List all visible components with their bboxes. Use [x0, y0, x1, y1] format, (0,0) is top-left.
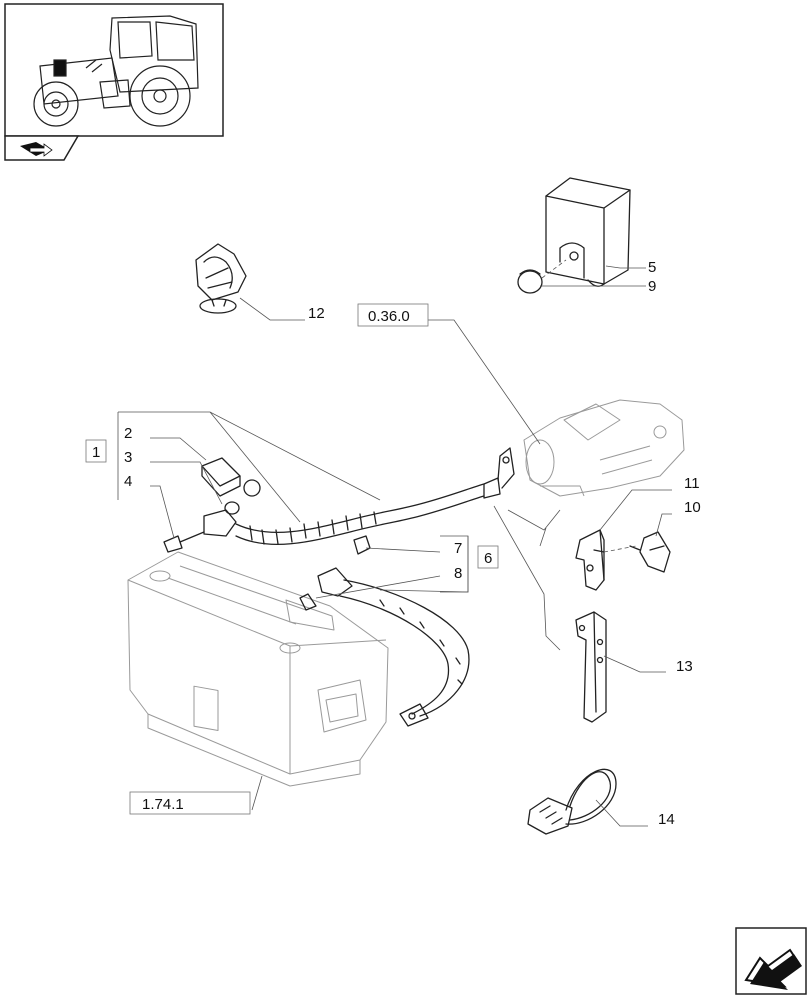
battery-ghost — [127, 551, 389, 787]
callout-10: 10 — [684, 499, 701, 516]
battery-reference[interactable]: 1.74.1 — [129, 791, 251, 815]
callout-11: 11 — [684, 475, 700, 492]
group-label-1[interactable]: 1 — [85, 439, 107, 463]
callout-14: 14 — [658, 811, 675, 828]
starter-reference[interactable]: 0.36.0 — [357, 303, 429, 327]
cap-part — [517, 269, 543, 294]
callout-12: 12 — [308, 305, 325, 322]
support-bracket-part — [575, 611, 607, 723]
book-arrow-icon — [20, 142, 53, 157]
callout-7: 7 — [454, 540, 462, 557]
svg-text:6: 6 — [484, 550, 492, 567]
leader-lines — [117, 265, 672, 827]
callout-8: 8 — [454, 565, 462, 582]
positive-cable — [163, 447, 515, 553]
next-page-button[interactable] — [735, 927, 807, 995]
svg-text:1: 1 — [92, 444, 100, 461]
callout-4: 4 — [124, 473, 132, 490]
callout-3: 3 — [124, 449, 132, 466]
group-label-6[interactable]: 6 — [477, 545, 499, 569]
callout-5: 5 — [648, 259, 656, 276]
relay-part — [545, 177, 631, 287]
cable-clip-part — [629, 531, 671, 573]
tractor-thumbnail — [4, 3, 224, 137]
callout-9: 9 — [648, 278, 656, 295]
tractor-icon — [33, 15, 199, 127]
fuse-holder-part — [527, 768, 617, 835]
ground-strap — [299, 535, 470, 727]
callout-13: 13 — [676, 658, 693, 675]
clip-part — [195, 243, 247, 314]
callout-2: 2 — [124, 425, 132, 442]
svg-text:1.74.1: 1.74.1 — [142, 796, 184, 813]
svg-text:0.36.0: 0.36.0 — [368, 308, 410, 325]
bracket-part — [575, 529, 605, 591]
nav-tab[interactable] — [4, 135, 80, 161]
next-page-arrow-icon — [744, 948, 802, 990]
starter-motor-ghost — [523, 399, 685, 497]
